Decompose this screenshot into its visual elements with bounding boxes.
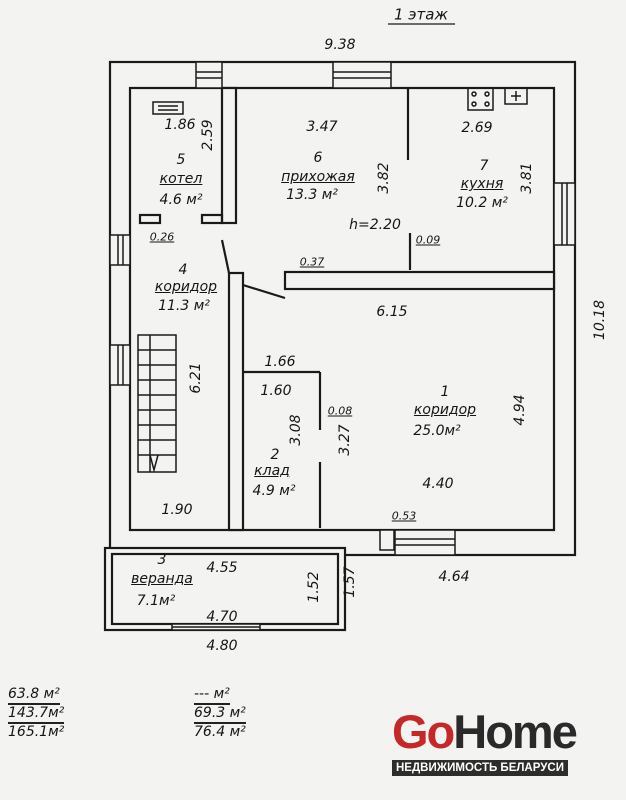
room7-number: 7	[479, 158, 489, 174]
gohome-logo: GoHome НЕДВИЖИМОСТЬ БЕЛАРУСИ	[392, 708, 582, 776]
room2-length-outer: 3.27	[337, 424, 353, 456]
room3-length-outer: 1.57	[342, 566, 358, 598]
boiler-icon	[152, 101, 184, 115]
room4-number: 4	[178, 262, 188, 278]
room1-number: 1	[440, 384, 450, 400]
room4-area: 11.3 м²	[158, 298, 210, 314]
area-totals-left: 63.8 м² 143.7м² 165.1м²	[8, 686, 65, 741]
room2-number: 2	[270, 447, 280, 463]
area-totals-right: --- м² 69.3 м² 76.4 м²	[194, 686, 246, 741]
room3-width-inner: 4.70	[206, 609, 238, 625]
floor-usable-area: 69.3 м²	[194, 705, 246, 724]
floor-title: 1 этаж	[394, 5, 448, 24]
logo-home: Home	[453, 705, 578, 758]
dim-4-64: 4.64	[438, 569, 470, 585]
room7-length: 3.81	[519, 162, 535, 194]
room3-name: веранда	[131, 571, 193, 587]
total-usable-area: 143.7м²	[8, 705, 65, 724]
room2-name: клад	[254, 463, 290, 479]
room6-length: 3.82	[376, 162, 392, 194]
room7-width: 2.69	[461, 120, 493, 136]
room2-width-inner: 1.60	[260, 383, 292, 399]
room1-width-top: 6.15	[376, 304, 408, 320]
room5-number: 5	[176, 152, 186, 168]
total-living-area: 63.8 м²	[8, 686, 60, 705]
room3-width-top: 4.55	[206, 560, 238, 576]
total-area: 165.1м²	[8, 724, 65, 740]
room7-name: кухня	[460, 176, 504, 192]
stove-icon	[467, 87, 494, 111]
room2-length-inner: 3.08	[288, 414, 304, 446]
stairs	[137, 334, 177, 473]
room3-width-outer: 4.80	[206, 638, 238, 654]
sink-icon	[504, 87, 528, 105]
room1-width-bottom: 4.40	[422, 476, 454, 492]
dim-0-26: 0.26	[149, 230, 175, 244]
floor-total-area: 76.4 м²	[194, 724, 246, 740]
room2-width-outer: 1.66	[264, 354, 296, 370]
logo-go: Go	[392, 705, 455, 758]
room5-width: 1.86	[164, 117, 196, 133]
room1-length: 4.94	[512, 394, 528, 426]
floor-living-area: --- м²	[194, 686, 230, 705]
room5-area: 4.6 м²	[159, 192, 203, 208]
room7-area: 10.2 м²	[456, 195, 508, 211]
room4-length: 6.21	[188, 362, 204, 394]
room5-length: 2.59	[200, 119, 216, 151]
room6-area: 13.3 м²	[286, 187, 338, 203]
room3-length-inner: 1.52	[306, 571, 322, 603]
overall-width: 9.38	[324, 37, 356, 53]
dim-0-53: 0.53	[391, 509, 417, 523]
room3-number: 3	[157, 552, 167, 568]
room6-width: 3.47	[306, 119, 338, 135]
room4-width: 1.90	[161, 502, 193, 518]
room6-name: прихожая	[281, 169, 355, 185]
ceiling-height: h=2.20	[349, 217, 401, 233]
room1-name: коридор	[413, 402, 477, 418]
dim-0-08: 0.08	[327, 404, 353, 418]
dim-0-09: 0.09	[415, 233, 441, 247]
logo-tagline: НЕДВИЖИМОСТЬ БЕЛАРУСИ	[392, 760, 568, 776]
room2-area: 4.9 м²	[252, 483, 296, 499]
room5-name: котел	[159, 171, 203, 187]
room6-number: 6	[313, 150, 323, 166]
room1-area: 25.0м²	[413, 423, 461, 439]
overall-depth: 10.18	[592, 299, 608, 341]
room4-name: коридор	[154, 279, 218, 295]
dim-0-37: 0.37	[299, 255, 325, 269]
room3-area: 7.1м²	[136, 593, 176, 609]
